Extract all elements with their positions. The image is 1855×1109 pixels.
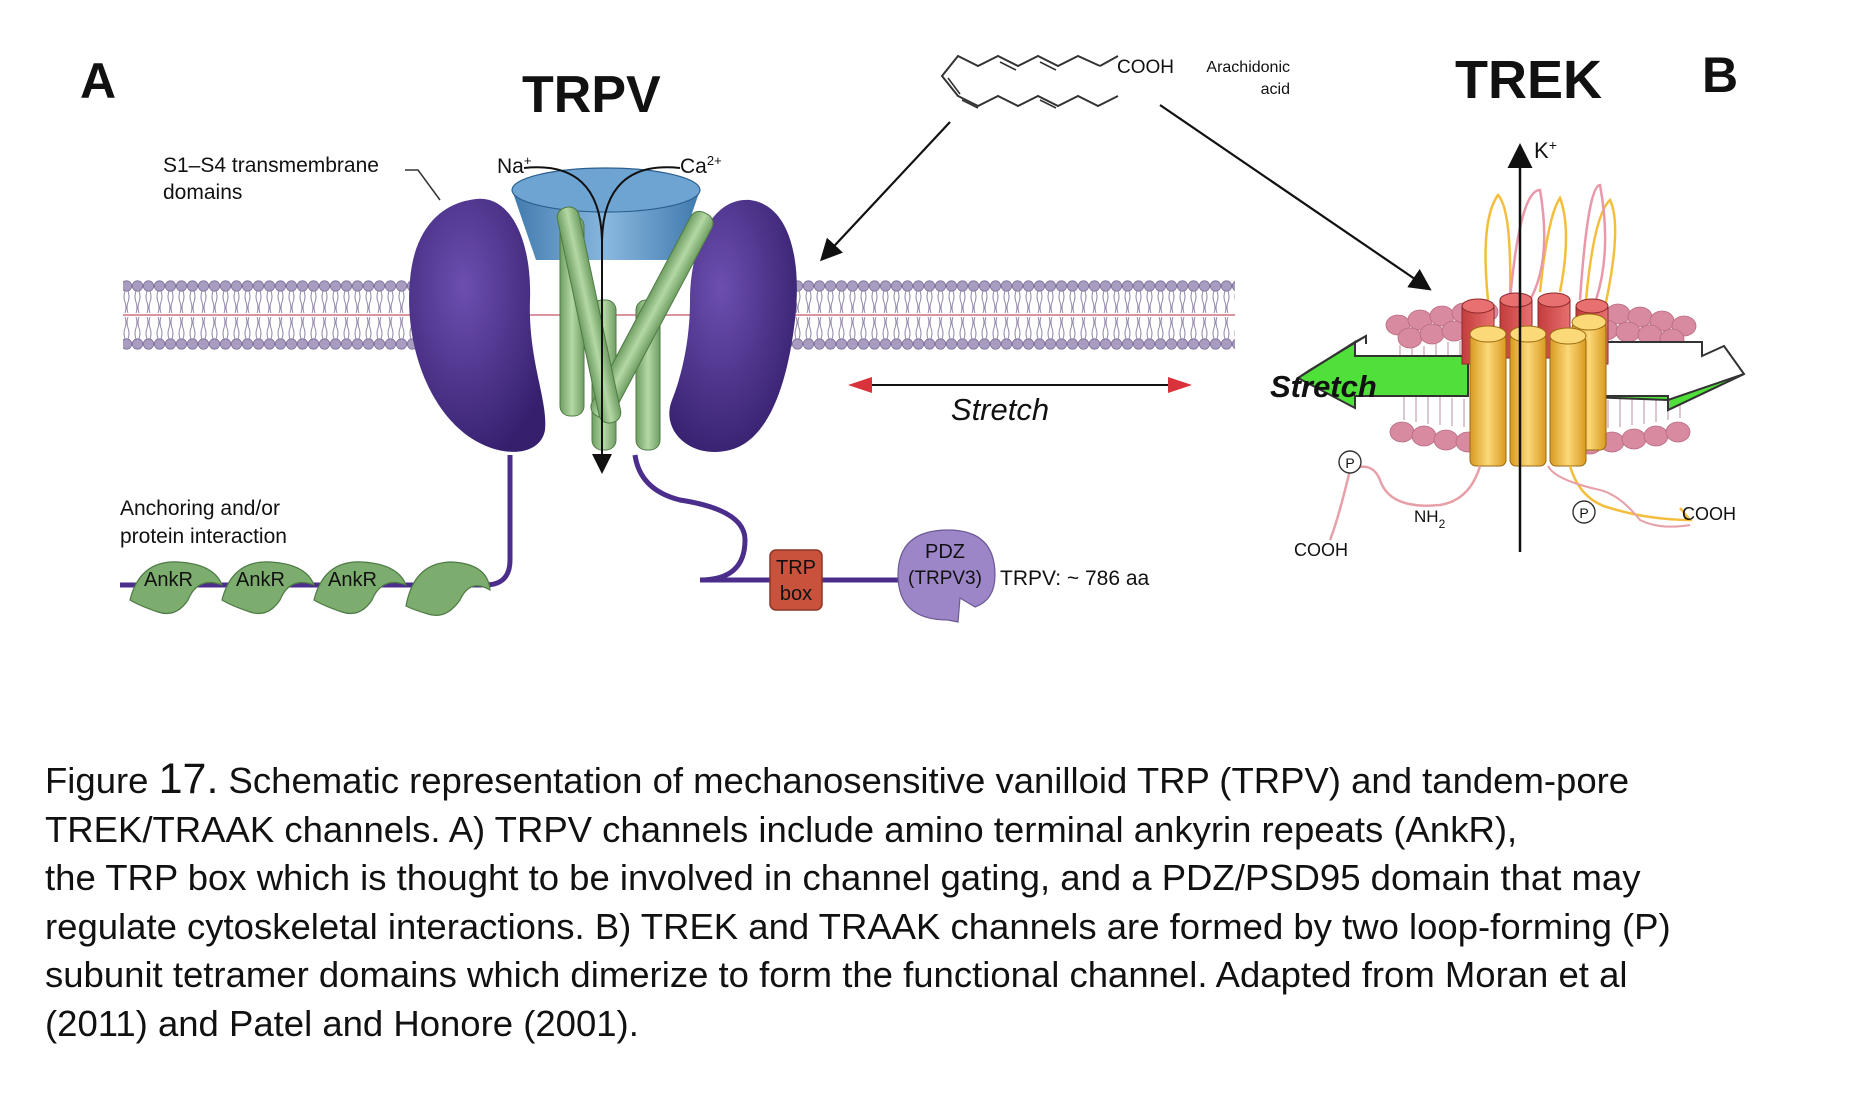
channel-diagram: A TRPV S1–S4 transmembrane domains xyxy=(80,47,1746,623)
arachidonic-structure xyxy=(940,54,1119,108)
panel-a: A TRPV S1–S4 transmembrane domains xyxy=(80,53,1235,623)
s1s4-domain-left xyxy=(409,198,546,452)
s1s4-label: S1–S4 transmembrane xyxy=(163,154,379,177)
pdz-label: PDZ xyxy=(925,541,965,563)
arachidonic-cooh-label: COOH xyxy=(1117,57,1174,78)
panel-b-letter: B xyxy=(1702,47,1738,103)
trp-box-label-line2: box xyxy=(780,583,812,605)
nh2-label: NH2 xyxy=(1414,507,1446,531)
cooh-right-label: COOH xyxy=(1682,504,1736,524)
stretch-arrow-left-b xyxy=(1296,334,1469,410)
ankr-repeat-2: AnkR xyxy=(221,561,316,615)
helix-4 xyxy=(590,210,714,420)
ankr-repeat-1: AnkR xyxy=(129,561,224,615)
pore-funnel-top xyxy=(511,167,701,213)
caption-line-4: regulate cytoskeletal interactions. B) T… xyxy=(45,905,1671,947)
cooh-left-label: COOH xyxy=(1294,540,1348,560)
trp-box: TRP box xyxy=(769,549,823,611)
anchoring-label-line2: protein interaction xyxy=(120,525,287,548)
s1s4-domain-right xyxy=(669,199,797,452)
ankr-repeat-4 xyxy=(405,561,491,616)
stretch-label-b: Stretch xyxy=(1270,369,1377,404)
ion-path-arrow-right xyxy=(601,166,681,241)
pore-helices xyxy=(556,206,714,451)
arachidonic-double-bonds xyxy=(947,61,1057,109)
trek-p-loops xyxy=(1484,193,1617,303)
caption-line-6: (2011) and Patel and Honore (2001). xyxy=(45,1002,639,1044)
phospho-site-right: P xyxy=(1572,500,1596,524)
arachidonic-acid: COOH Arachidonic acid xyxy=(819,54,1432,291)
c-terminal-chain xyxy=(632,454,908,583)
phospho-site-left: P xyxy=(1338,450,1362,474)
k-label: K+ xyxy=(1534,137,1557,163)
caption-line-1: Figure 17. Schematic representation of m… xyxy=(45,755,1835,806)
trek-c-terminal xyxy=(1568,465,1693,522)
s1s4-label-line2: domains xyxy=(163,181,242,204)
arachidonic-arrow-to-trek xyxy=(1159,104,1432,291)
caption-text-1: Schematic representation of mechanosensi… xyxy=(228,760,1630,801)
arachidonic-name: Arachidonic xyxy=(1206,59,1290,76)
caption-line-2: TREK/TRAAK channels. A) TRPV channels in… xyxy=(45,808,1518,850)
phospho-label-left: P xyxy=(1345,455,1354,471)
helix-5 xyxy=(556,206,622,424)
phospho-label-right: P xyxy=(1579,505,1588,521)
trek-n-terminal xyxy=(1328,465,1482,541)
trek-pink-loops xyxy=(1508,183,1607,301)
na-label: Na+ xyxy=(497,153,531,178)
anchoring-label: Anchoring and/or xyxy=(120,497,280,520)
trp-box-label: TRP xyxy=(776,557,816,579)
arachidonic-name-line2: acid xyxy=(1261,81,1290,98)
pdz-domain: PDZ (TRPV3) xyxy=(897,529,996,623)
trek-c-terminal-2 xyxy=(1547,465,1691,528)
arachidonic-arrow-to-trpv xyxy=(819,121,951,262)
s1s4-leader-line xyxy=(405,169,441,201)
figure-caption: Figure 17. Schematic representation of m… xyxy=(45,755,1835,1048)
trek-yellow-helices xyxy=(1469,313,1607,467)
caption-prefix: Figure xyxy=(45,760,159,801)
ankr-label-2: AnkR xyxy=(236,569,285,591)
ankr-label-1: AnkR xyxy=(144,569,193,591)
ca-label: Ca2+ xyxy=(680,153,722,178)
panel-b: TREK B Stretch xyxy=(1270,47,1746,560)
panel-a-letter: A xyxy=(80,53,116,109)
stretch-label-a: Stretch xyxy=(951,392,1049,427)
ankr-label-3: AnkR xyxy=(328,569,377,591)
trpv-length-label: TRPV: ~ 786 aa xyxy=(1000,567,1150,590)
trpv-title: TRPV xyxy=(522,66,661,124)
ankr-repeat-3: AnkR xyxy=(313,561,408,615)
caption-line-3: the TRP box which is thought to be invol… xyxy=(45,857,1641,898)
caption-figure-number: 17. xyxy=(158,755,219,803)
trek-title: TREK xyxy=(1455,50,1602,110)
pdz-label-line2: (TRPV3) xyxy=(908,568,982,589)
caption-line-5: subunit tetramer domains which dimerize … xyxy=(45,954,1628,995)
